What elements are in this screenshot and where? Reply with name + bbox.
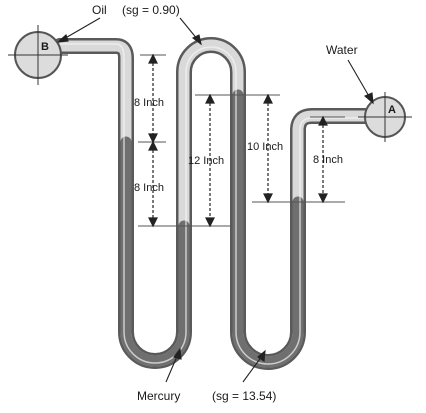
dimension-8-inch-upper: 8 Inch — [134, 97, 164, 109]
mercury-column-left — [120, 136, 190, 367]
mercury-sg-label: (sg = 13.54) — [212, 389, 276, 403]
mercury-label: Mercury — [137, 389, 180, 403]
dimension-12-inch: 12 Inch — [188, 155, 224, 167]
dimension-10-inch: 10 Inch — [247, 141, 283, 153]
dimension-8-inch-right: 8 Inch — [313, 154, 343, 166]
point-a-bulb: A — [358, 92, 412, 142]
mercury-column-right — [232, 89, 304, 368]
leader-arrows — [56, 17, 374, 383]
tube-highlight — [59, 43, 371, 365]
dimension-8-inch-lower: 8 Inch — [134, 182, 164, 194]
tube-inner — [54, 39, 376, 368]
water-label: Water — [326, 43, 358, 57]
oil-sg-label: (sg = 0.90) — [122, 3, 180, 17]
dimension-arrows — [148, 53, 328, 228]
tube-body — [52, 37, 378, 370]
oil-label: Oil — [92, 3, 107, 17]
point-b-bulb: B — [8, 25, 68, 85]
point-a-label: A — [388, 104, 396, 116]
tube — [52, 37, 378, 370]
point-b-label: B — [41, 41, 49, 53]
